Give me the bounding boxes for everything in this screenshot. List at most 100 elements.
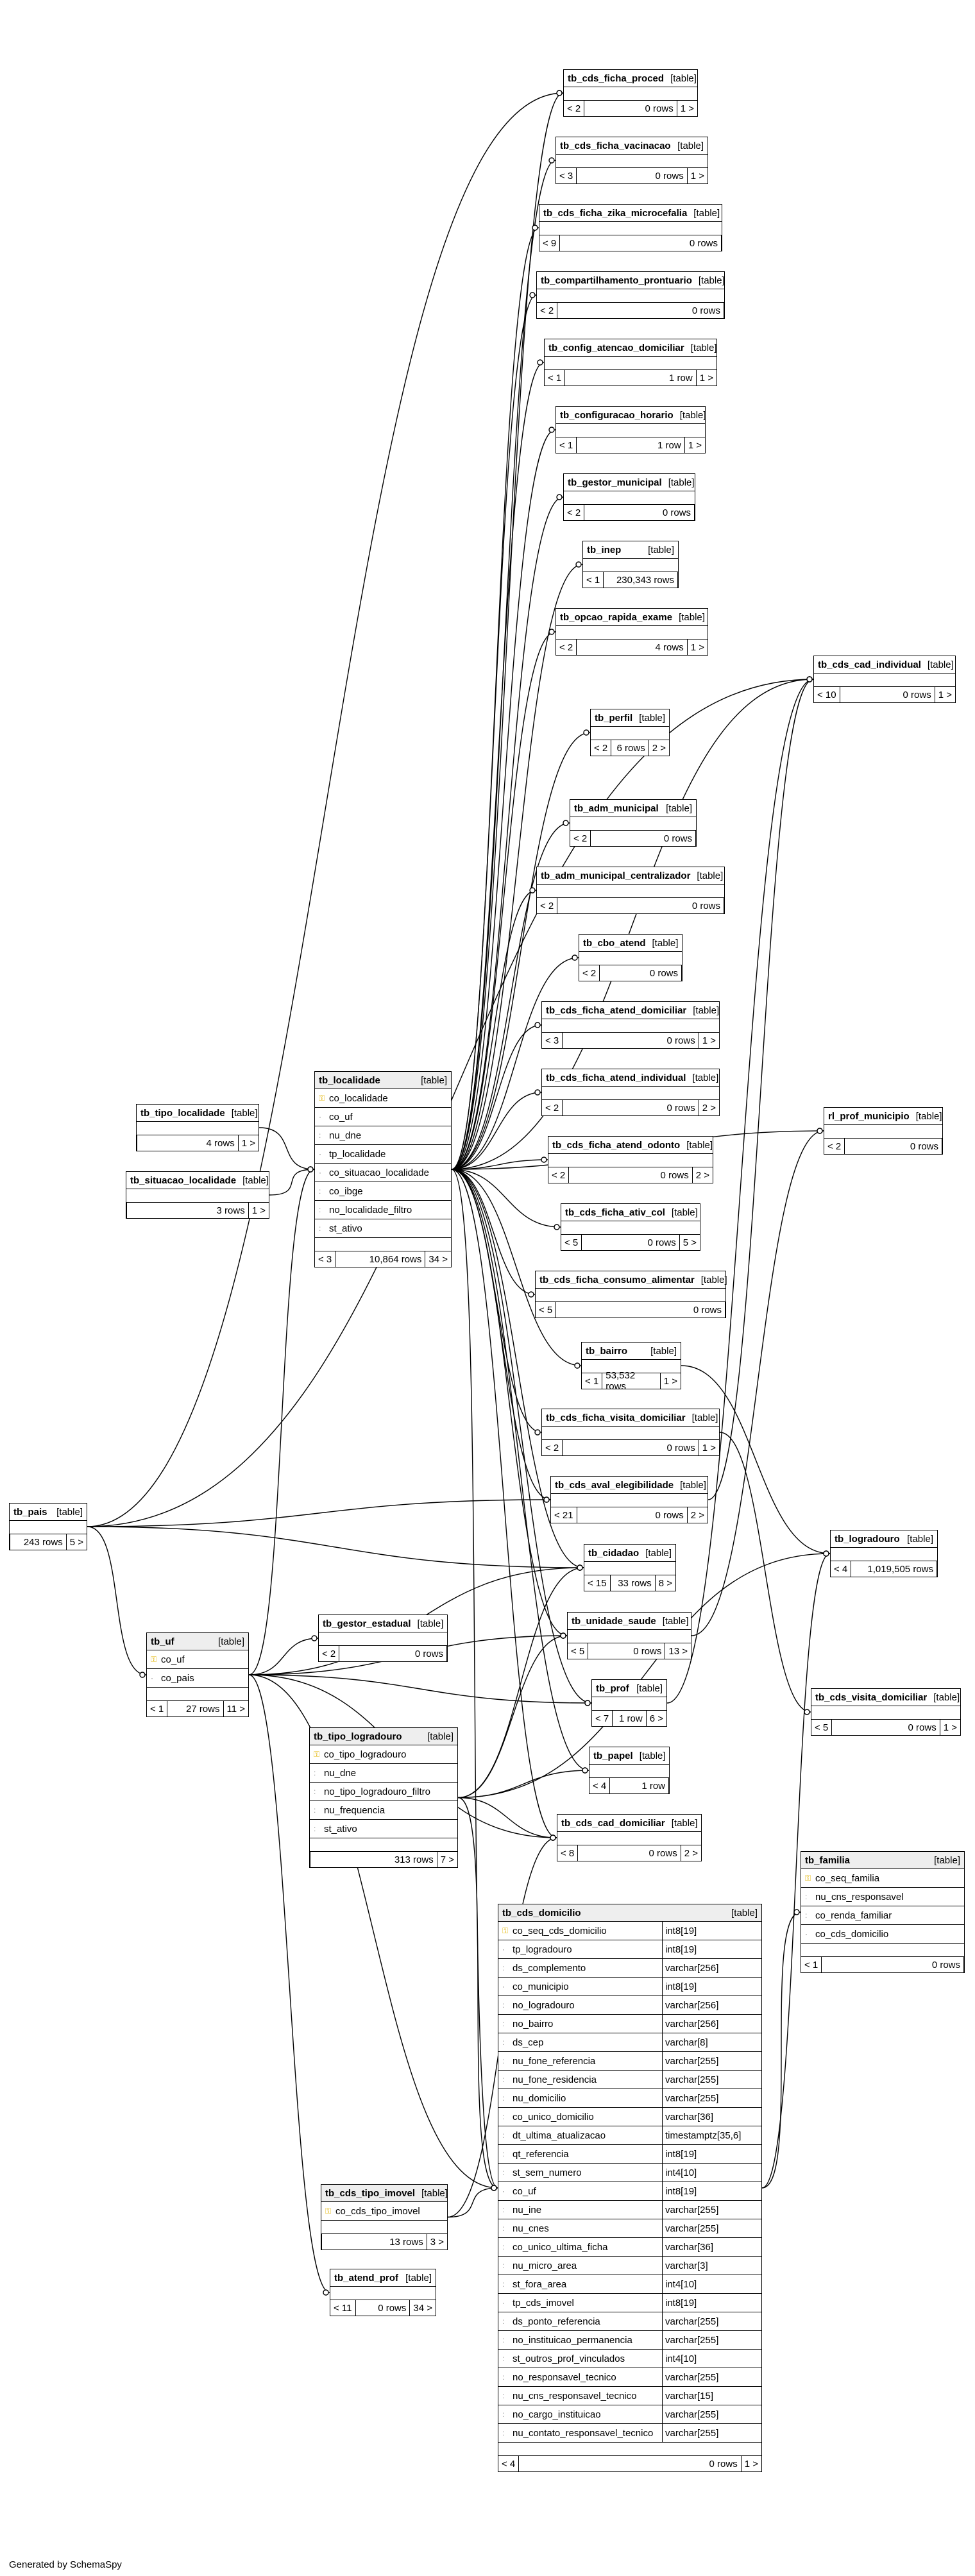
parents-count[interactable]: < 2 (564, 505, 585, 520)
column-row[interactable]: :nu_cns_responsavel (801, 1888, 964, 1906)
table-name[interactable]: tb_cds_ficha_vacinacao (560, 140, 671, 151)
children-count[interactable] (721, 235, 722, 251)
table-name[interactable]: tb_cidadao (588, 1547, 640, 1559)
table-name[interactable]: tb_prof (596, 1682, 629, 1694)
table-tb-localidade[interactable]: tb_localidade[table]⚿co_localidade·co_uf… (314, 1071, 452, 1267)
table-name[interactable]: tb_compartilhamento_prontuario (541, 275, 692, 286)
table-name[interactable]: tb_bairro (586, 1345, 628, 1357)
table-tb-cds-domicilio[interactable]: tb_cds_domicilio[table]⚿co_seq_cds_domic… (498, 1904, 762, 2472)
parents-count[interactable]: < 2 (542, 1100, 563, 1115)
table-name[interactable]: tb_cds_cad_individual (818, 659, 921, 670)
children-count[interactable]: 3 > (426, 2234, 447, 2250)
table-name[interactable]: tb_cds_aval_elegibilidade (555, 1479, 674, 1491)
parents-count[interactable]: < 9 (539, 235, 561, 251)
parents-count[interactable]: < 5 (536, 1302, 557, 1318)
parents-count[interactable] (126, 1203, 127, 1218)
table-name[interactable]: tb_situacao_localidade (130, 1174, 237, 1186)
table-name[interactable]: tb_cds_ficha_consumo_alimentar (539, 1274, 695, 1285)
children-count[interactable] (677, 572, 678, 588)
table-name[interactable]: tb_cds_cad_domiciliar (561, 1817, 665, 1829)
table-name[interactable]: tb_localidade (319, 1074, 380, 1086)
parents-count[interactable]: < 11 (330, 2300, 356, 2316)
children-count[interactable]: 1 > (686, 168, 708, 183)
table-name[interactable]: tb_config_atencao_domiciliar (548, 342, 684, 353)
children-count[interactable]: 1 > (695, 370, 716, 386)
column-row[interactable]: ⚿co_localidade (315, 1089, 451, 1108)
children-count[interactable]: 1 > (684, 437, 705, 453)
children-count[interactable]: 8 > (654, 1575, 675, 1591)
children-count[interactable]: 2 > (648, 740, 669, 756)
table-tb-cds-ficha-consumo-alimentar[interactable]: tb_cds_ficha_consumo_alimentar[table]< 5… (535, 1271, 727, 1318)
children-count[interactable]: 1 > (698, 1033, 719, 1048)
column-row[interactable]: ⚿co_uf (147, 1650, 248, 1669)
parents-count[interactable]: < 1 (147, 1701, 168, 1716)
children-count[interactable]: 1 > (237, 1135, 259, 1151)
table-name[interactable]: tb_cds_domicilio (502, 1907, 581, 1919)
column-row[interactable]: :co_ibge (315, 1182, 451, 1201)
parents-count[interactable]: < 5 (811, 1720, 833, 1735)
parents-count[interactable]: < 2 (542, 1440, 563, 1455)
column-row[interactable]: ·co_pais (147, 1669, 248, 1688)
parents-count[interactable]: < 2 (824, 1139, 845, 1154)
column-row[interactable]: :nu_frequencia (310, 1801, 457, 1820)
column-row[interactable]: :co_renda_familiar (801, 1906, 964, 1925)
column-row[interactable]: :st_ativo (310, 1820, 457, 1838)
table-name[interactable]: tb_cbo_atend (583, 937, 646, 949)
table-name[interactable]: tb_opcao_rapida_exame (560, 611, 673, 623)
column-row[interactable]: ·co_situacao_localidade (315, 1164, 451, 1182)
table-name[interactable]: tb_cds_ficha_proced (568, 72, 665, 84)
parents-count[interactable]: < 3 (315, 1251, 336, 1267)
parents-count[interactable]: < 2 (537, 898, 558, 913)
table-name[interactable]: tb_adm_municipal (574, 802, 659, 814)
parents-count[interactable]: < 1 (556, 437, 577, 453)
parents-count[interactable]: < 5 (561, 1235, 582, 1250)
children-count[interactable]: 1 > (686, 640, 708, 655)
table-tb-cds-tipo-imovel[interactable]: tb_cds_tipo_imovel[table]⚿co_cds_tipo_im… (321, 2184, 448, 2250)
parents-count[interactable]: < 3 (556, 168, 577, 183)
column-row[interactable]: :st_ativo (315, 1219, 451, 1238)
table-name[interactable]: tb_configuracao_horario (560, 409, 674, 421)
table-tb-cds-ficha-visita-domiciliar[interactable]: tb_cds_ficha_visita_domiciliar[table]< 2… (541, 1409, 720, 1456)
table-name[interactable]: tb_cds_ficha_atend_odonto (552, 1139, 681, 1151)
table-name[interactable]: tb_unidade_saude (572, 1615, 656, 1627)
column-row[interactable]: :no_tipo_logradouro_filtro (310, 1783, 457, 1801)
parents-count[interactable]: < 8 (557, 1845, 579, 1861)
table-name[interactable]: tb_gestor_municipal (568, 477, 662, 488)
children-count[interactable]: 2 > (686, 1507, 708, 1523)
children-count[interactable] (963, 1957, 964, 1972)
table-name[interactable]: tb_atend_prof (334, 2272, 399, 2284)
table-tb-tipo-logradouro[interactable]: tb_tipo_logradouro[table]⚿co_tipo_lograd… (309, 1727, 458, 1868)
children-count[interactable]: 1 > (659, 1373, 681, 1389)
children-count[interactable]: 34 > (409, 2300, 436, 2316)
table-tb-adm-municipal-centralizador[interactable]: tb_adm_municipal_centralizador[table]< 2… (536, 867, 725, 914)
parents-count[interactable]: < 1 (801, 1957, 822, 1972)
table-name[interactable]: tb_papel (593, 1750, 633, 1761)
parents-count[interactable]: < 4 (831, 1561, 852, 1577)
table-name[interactable]: tb_familia (805, 1854, 851, 1866)
